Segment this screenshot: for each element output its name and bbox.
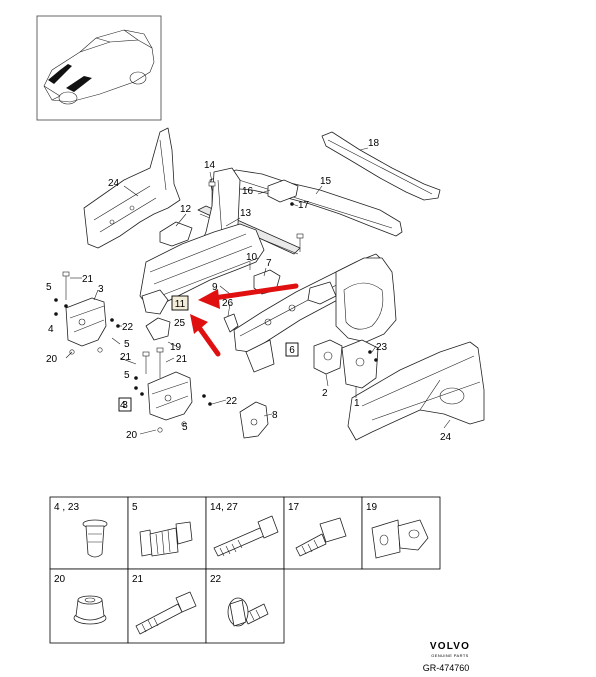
callout-23: 23 (376, 342, 388, 353)
legend-label-17: 17 (288, 502, 300, 513)
flange-bolt-icon (139, 521, 193, 557)
washer-bolt-icon (227, 597, 269, 627)
callout-21-c: 21 (176, 354, 188, 365)
boxed-callouts: 3 6 (118, 342, 299, 412)
long-bolt-icon (213, 515, 279, 557)
part-1-2-mounts (313, 339, 379, 389)
callout-26: 26 (222, 298, 234, 309)
leader-lines (65, 147, 451, 435)
callout-11-highlight: 11 (171, 295, 189, 311)
callout-3: 3 (98, 284, 104, 295)
callout-1: 1 (354, 398, 360, 409)
legend-label-14-27: 14, 27 (210, 502, 238, 513)
part-8-bracket (239, 401, 269, 439)
boxed-callout-3: 3 (122, 400, 128, 411)
callout-21-a: 21 (82, 274, 94, 285)
part-3-lower-bracket (147, 371, 193, 421)
callout-4-lower: 4 (120, 400, 126, 411)
callout-13: 13 (240, 208, 252, 219)
boxed-callout-6: 6 (289, 345, 295, 356)
callout-8: 8 (272, 410, 278, 421)
callout-4-upper: 4 (48, 324, 54, 335)
legend-label-19: 19 (366, 502, 378, 513)
hex-bolt-icon (295, 517, 347, 557)
callout-15: 15 (320, 176, 332, 187)
callout-20-lower: 20 (126, 430, 138, 441)
stud-bolt-icon (135, 591, 197, 635)
part-9-10-structure (139, 223, 265, 341)
callout-16: 16 (242, 186, 254, 197)
legend-label-20: 20 (54, 574, 66, 585)
callout-24-left: 24 (108, 178, 120, 189)
callout-19: 19 (170, 342, 182, 353)
callout-12: 12 (180, 204, 192, 215)
part-3-upper-bracket (65, 297, 107, 347)
callout-5-c: 5 (124, 370, 130, 381)
legend-label-4-23: 4 , 23 (54, 502, 79, 513)
callout-10: 10 (246, 252, 258, 263)
legend-label-5: 5 (132, 502, 138, 513)
part-18-top-strip (321, 131, 441, 201)
callout-17: 17 (298, 200, 310, 211)
callout-7: 7 (266, 258, 272, 269)
part-16-bracket (267, 179, 299, 203)
callout-24-right: 24 (440, 432, 452, 443)
car-thumbnail (36, 15, 162, 121)
brand-block: VOLVO GENUINE PARTS GR-474760 (423, 641, 470, 673)
part-24-left-apron (83, 127, 181, 249)
callout-22-a: 22 (122, 322, 134, 333)
clip-nut-icon (371, 519, 429, 559)
callout-5-d: 5 (182, 422, 188, 433)
highlight-arrows (190, 283, 299, 357)
callout-9: 9 (212, 282, 218, 293)
part-24-right-floor (347, 341, 485, 441)
red-arrow-upper (211, 283, 299, 301)
reference-number: GR-474760 (423, 663, 470, 673)
legend-label-21: 21 (132, 574, 144, 585)
callout-5-a: 5 (46, 282, 52, 293)
callout-2: 2 (322, 388, 328, 399)
callout-25: 25 (174, 318, 186, 329)
callout-21-b: 21 (120, 352, 132, 363)
right-wheel-house (307, 257, 397, 343)
callout-numbers: 1 2 3 4 4 5 5 5 5 7 8 9 10 12 13 14 15 1… (46, 138, 452, 443)
volvo-logo: VOLVO (430, 641, 470, 652)
flange-nut-icon (73, 595, 107, 625)
callout-22-b: 22 (226, 396, 238, 407)
callout-11-label: 11 (175, 299, 186, 310)
fastener-legend: 4 , 23 5 14, 27 17 19 20 21 22 (49, 496, 441, 644)
callout-18: 18 (368, 138, 380, 149)
callout-5-b: 5 (124, 339, 130, 350)
callout-20-upper: 20 (46, 354, 58, 365)
genuine-parts-tagline: GENUINE PARTS (431, 653, 469, 658)
legend-label-22: 22 (210, 574, 222, 585)
rivet-nut-icon (82, 519, 108, 558)
red-arrow-lower (195, 323, 221, 357)
callout-14: 14 (204, 160, 216, 171)
